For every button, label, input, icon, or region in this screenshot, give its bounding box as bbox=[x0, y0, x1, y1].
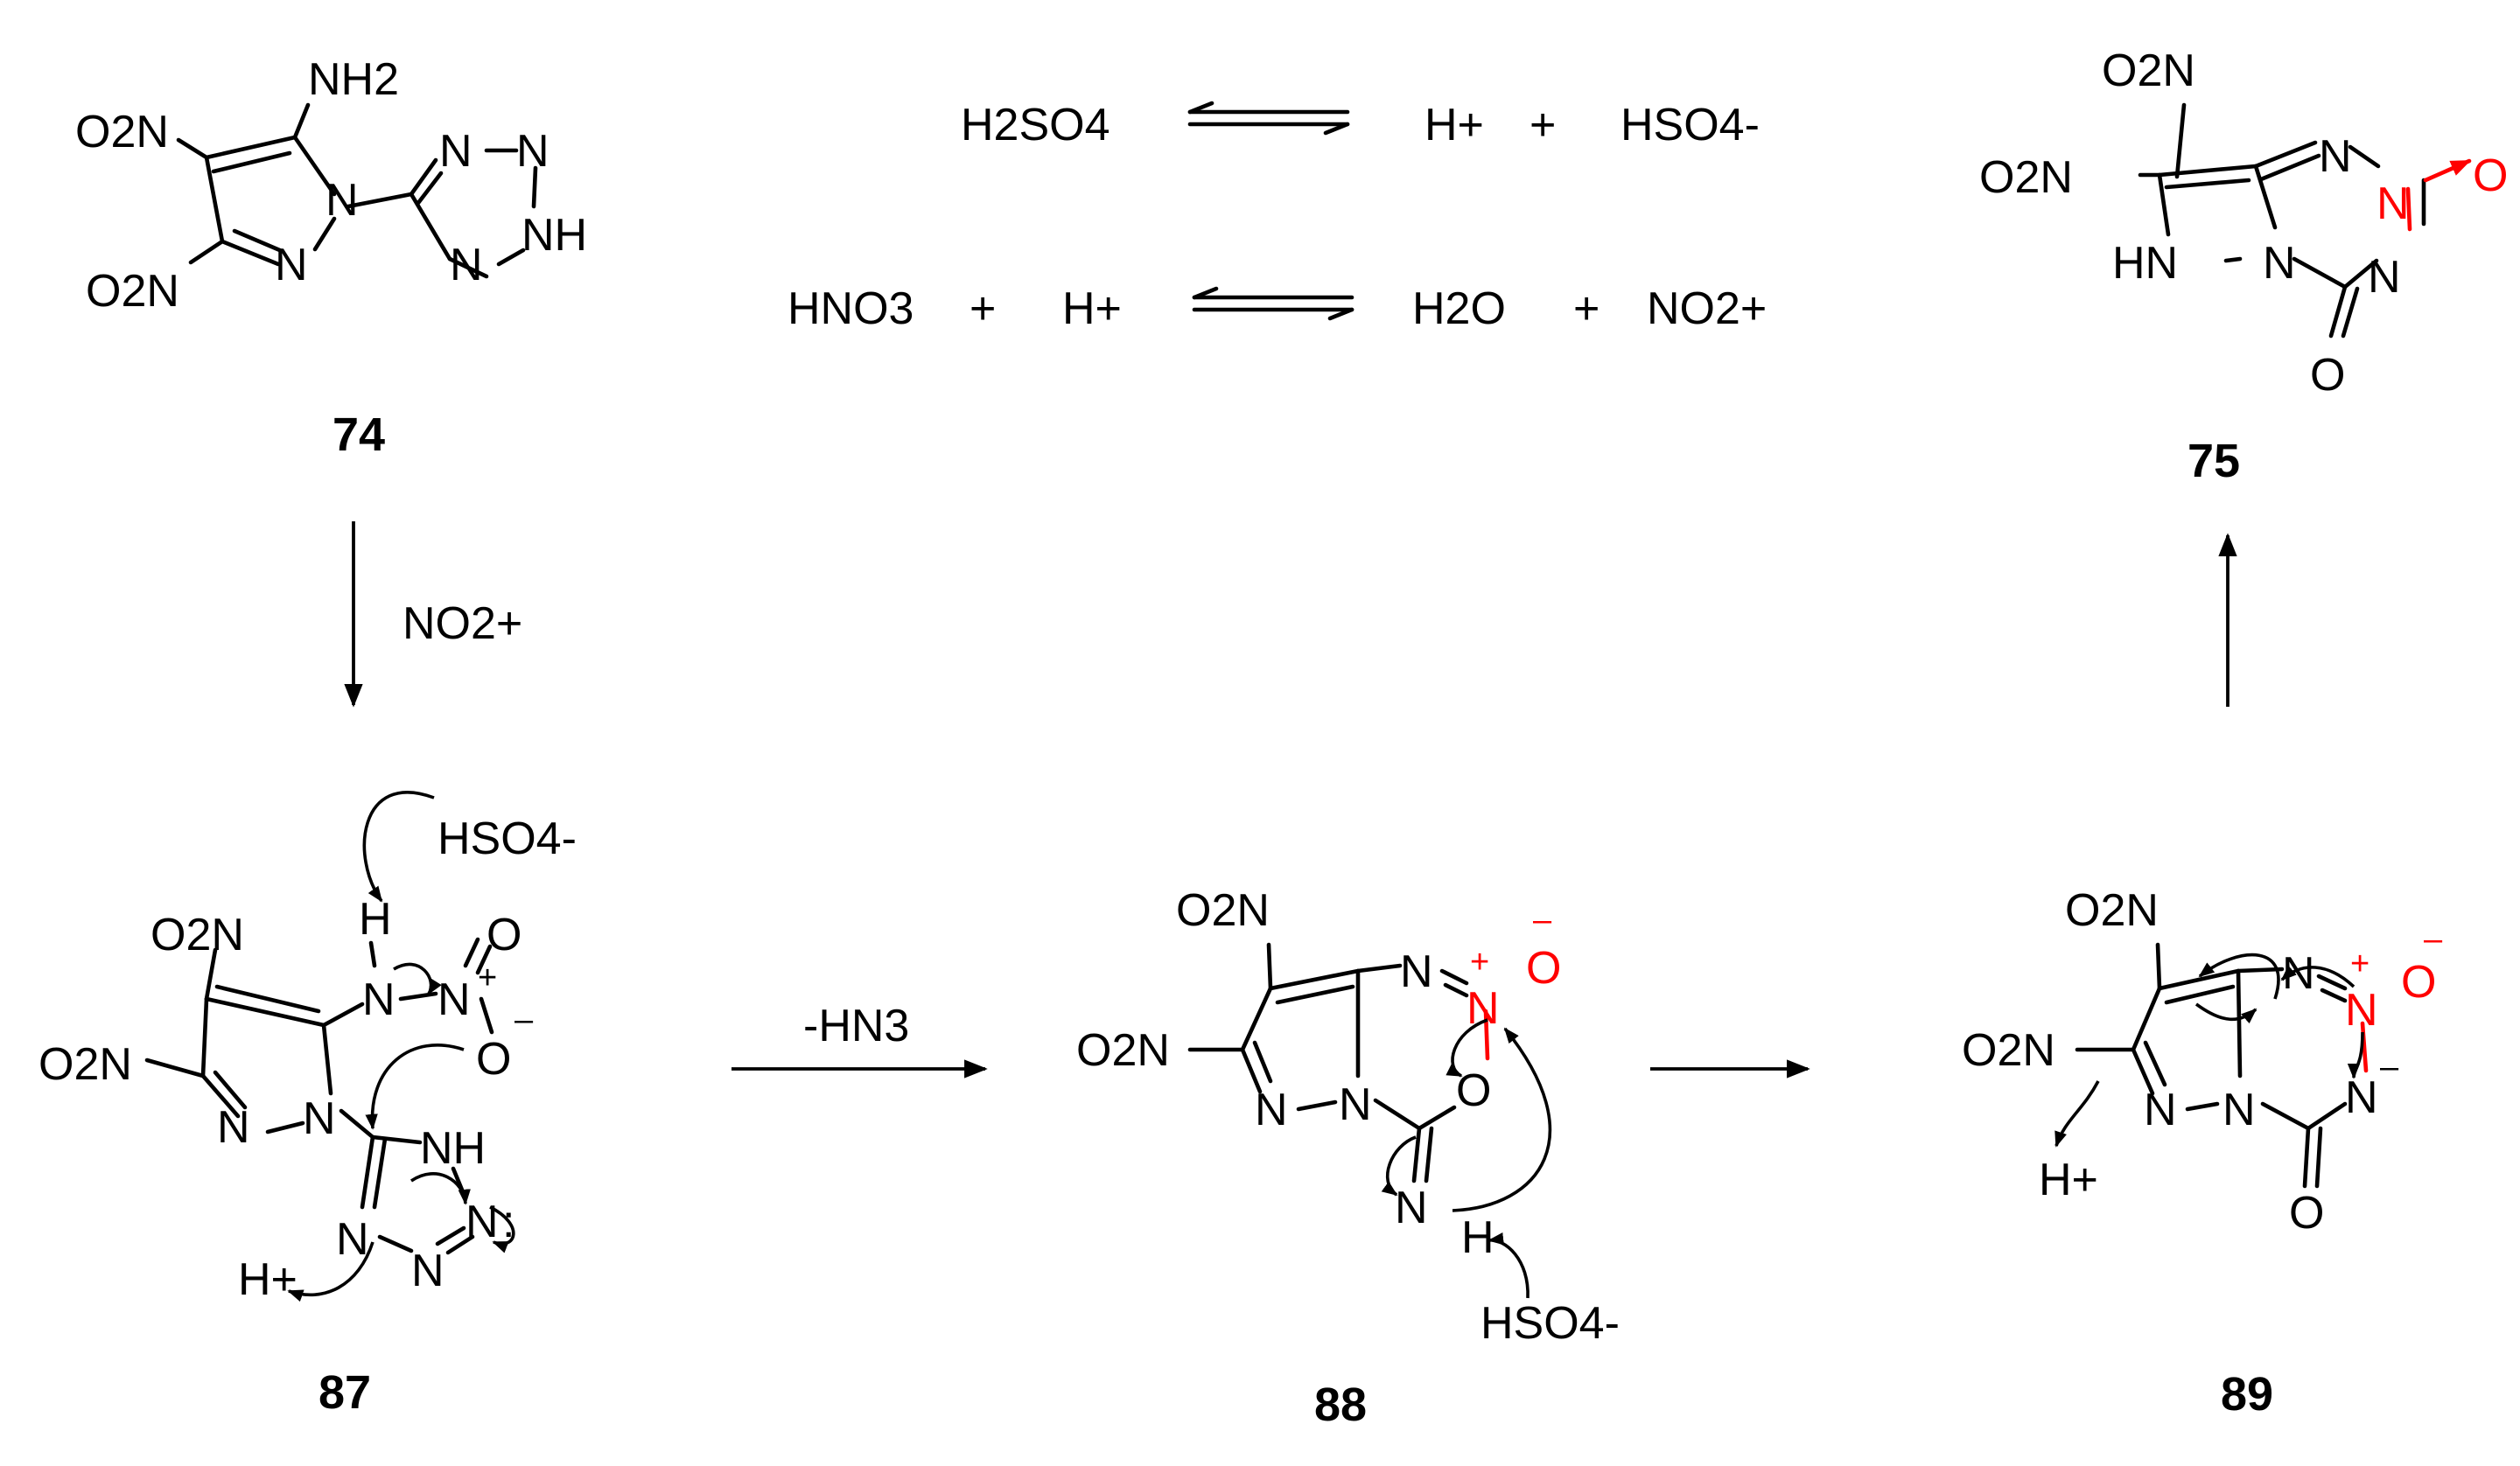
nh-label: NH bbox=[522, 210, 587, 261]
n-atom: N bbox=[275, 240, 308, 290]
arrow-74-to-87: NO2+ bbox=[344, 521, 522, 708]
o-atom-red: O bbox=[2473, 150, 2508, 201]
nitro-n-atom: N bbox=[2345, 985, 2378, 1036]
o2n-label: O2N bbox=[150, 910, 244, 960]
compound-label-88: 88 bbox=[1314, 1379, 1367, 1431]
n-atom: N bbox=[1400, 946, 1433, 997]
n-atom: N bbox=[2263, 238, 2296, 289]
arrow-87-to-88: -HN3 bbox=[732, 1001, 988, 1079]
compound-label-87: 87 bbox=[318, 1366, 371, 1419]
hn-label: HN bbox=[2112, 238, 2178, 289]
n-atom: N bbox=[1395, 1183, 1428, 1233]
charge-plus: + bbox=[2350, 946, 2370, 982]
nh2-label: NH2 bbox=[308, 54, 399, 105]
n-atom: N bbox=[326, 175, 359, 226]
o2n-label: O2N bbox=[1979, 152, 2073, 203]
hso4-label: HSO4- bbox=[1620, 100, 1760, 150]
n-atom: N bbox=[2345, 1072, 2378, 1123]
o-atom: O bbox=[2289, 1188, 2324, 1239]
compound-88: O2N O2N N N + O – N N O N H HSO4- bbox=[1076, 885, 1620, 1349]
plus-sign: + bbox=[1530, 100, 1556, 150]
n-atom: N bbox=[362, 974, 396, 1025]
charge-minus: – bbox=[2424, 921, 2443, 958]
n-atom: N bbox=[2144, 1085, 2177, 1135]
n-atom: N bbox=[438, 974, 471, 1025]
o2n-label: O2N bbox=[1176, 885, 1270, 936]
charge-minus: – bbox=[1533, 902, 1552, 939]
compound-label-89: 89 bbox=[2221, 1368, 2273, 1421]
reagent-minus-hn3: -HN3 bbox=[803, 1001, 909, 1051]
o2n-label: O2N bbox=[38, 1039, 132, 1090]
n-atom: N bbox=[303, 1093, 336, 1144]
n-atom: N bbox=[336, 1214, 369, 1265]
o2n-label: O2N bbox=[2065, 885, 2159, 936]
o-atom: O bbox=[486, 910, 522, 960]
equilibrium-1: H2SO4 H+ + HSO4- bbox=[961, 100, 1760, 150]
o2n-label: O2N bbox=[75, 107, 169, 157]
n-atom: N bbox=[2282, 948, 2315, 999]
n-atom: N bbox=[2368, 252, 2401, 303]
hno3-label: HNO3 bbox=[788, 283, 914, 334]
h2so4-label: H2SO4 bbox=[961, 100, 1110, 150]
nitro-n-atom: N bbox=[1466, 983, 1500, 1034]
compound-75: O2N O2N HN N N N O N O bbox=[1979, 45, 2508, 401]
h-atom: H bbox=[359, 894, 392, 945]
n-oxide-atom: N bbox=[2376, 178, 2410, 229]
o2n-label: O2N bbox=[86, 266, 179, 317]
n-atom: N bbox=[2222, 1085, 2256, 1135]
no2-plus-label: NO2+ bbox=[1647, 283, 1767, 334]
o-atom: O bbox=[1456, 1065, 1491, 1116]
compound-89: O2N O2N N N + O – N N N – O H+ bbox=[1962, 885, 2443, 1239]
hso4-label: HSO4- bbox=[1480, 1298, 1620, 1349]
h-plus-label: H+ bbox=[1424, 100, 1484, 150]
compound-87: O2N O2N H N N O + – O N N NH N N N : H+ … bbox=[38, 791, 577, 1305]
n-atom: N bbox=[1339, 1079, 1372, 1130]
n-atom: N bbox=[217, 1102, 250, 1153]
o-atom-red: O bbox=[1526, 943, 1561, 994]
n-atom: N bbox=[2319, 131, 2352, 182]
charge-plus: + bbox=[1470, 944, 1489, 981]
h2o-label: H2O bbox=[1412, 283, 1506, 334]
o-atom: O bbox=[476, 1034, 511, 1085]
nh-label: NH bbox=[420, 1123, 486, 1174]
h-plus-label: H+ bbox=[1062, 283, 1122, 334]
h-plus-label: H+ bbox=[2039, 1155, 2098, 1205]
n-atom: N bbox=[411, 1246, 444, 1296]
n-atom: N bbox=[439, 126, 472, 177]
charge-plus: + bbox=[478, 960, 497, 996]
equilibrium-2: HNO3 + H+ H2O + NO2+ bbox=[788, 283, 1767, 334]
o2n-label: O2N bbox=[1076, 1025, 1170, 1076]
hso4-label: HSO4- bbox=[438, 813, 577, 864]
reagent-no2-plus: NO2+ bbox=[402, 598, 522, 649]
o-atom-red: O bbox=[2401, 957, 2436, 1008]
o-atom: O bbox=[2310, 350, 2345, 401]
o2n-label: O2N bbox=[2102, 45, 2195, 96]
h-atom: H bbox=[1461, 1212, 1494, 1263]
compound-74: NH2 O2N O2N N N N N NH N bbox=[75, 54, 587, 317]
h-plus-label: H+ bbox=[238, 1254, 298, 1305]
n-atom: N bbox=[516, 126, 550, 177]
charge-minus: – bbox=[514, 1002, 534, 1038]
plus-sign: + bbox=[970, 283, 996, 334]
charge-minus: – bbox=[2380, 1049, 2399, 1086]
o2n-label: O2N bbox=[1962, 1025, 2055, 1076]
n-atom: N bbox=[466, 1197, 499, 1247]
n-atom: N bbox=[1255, 1085, 1288, 1135]
n-atom: N bbox=[450, 240, 483, 290]
compound-label-75: 75 bbox=[2188, 435, 2240, 487]
plus-sign: + bbox=[1573, 283, 1600, 334]
compound-label-74: 74 bbox=[332, 408, 385, 461]
